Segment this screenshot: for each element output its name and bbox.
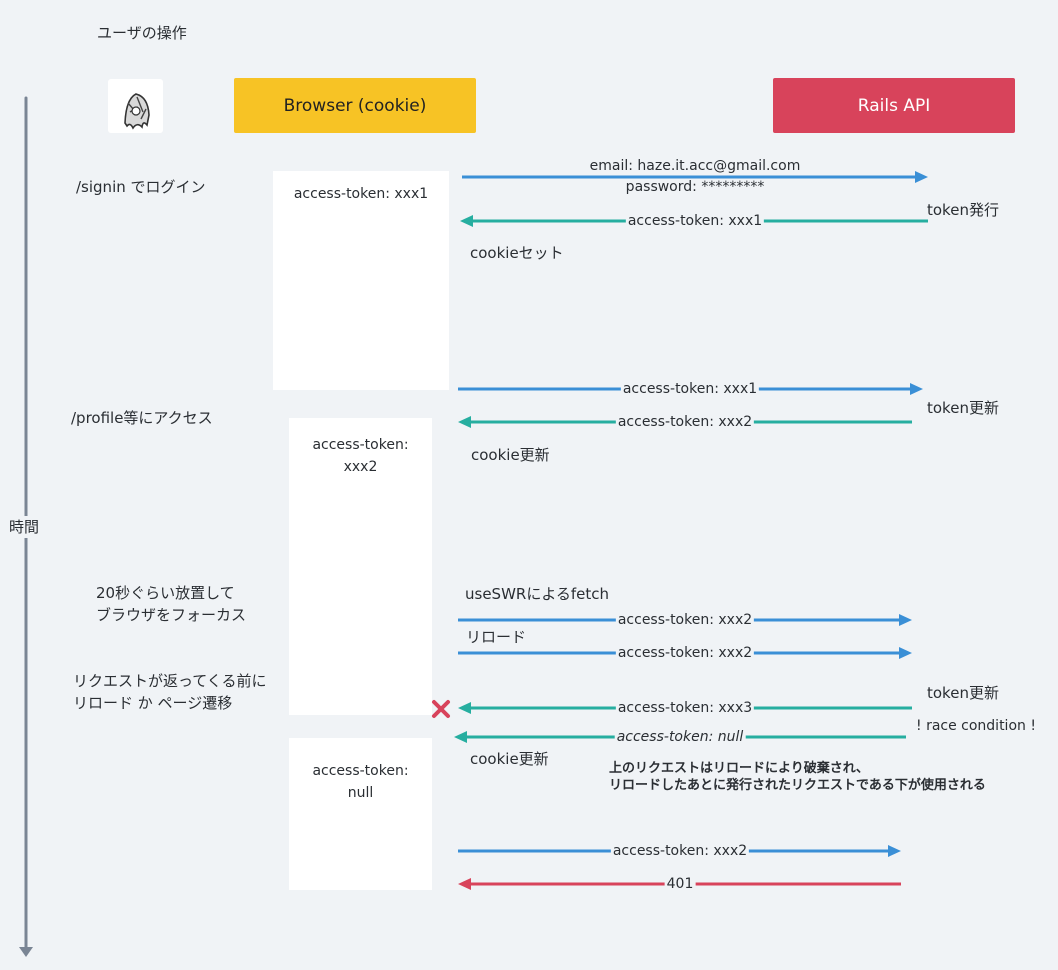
cross-icon xyxy=(432,700,450,718)
msg-401-response: 401 xyxy=(664,876,696,892)
msg-token-xxx3-response: access-token: xxx3 xyxy=(615,700,755,716)
token-box-xxx2: access-token: xxx2 xyxy=(289,418,432,715)
api-header: Rails API xyxy=(773,78,1015,133)
msg-final-request: access-token: xxx2 xyxy=(610,843,750,859)
note-explain-line1: 上のリクエストはリロードにより破棄され、 xyxy=(609,761,869,776)
token-box-xxx2-line1: access-token: xyxy=(312,437,409,453)
action-idle-line1: 20秒ぐらい放置して xyxy=(96,584,235,602)
token-box-null-line2: null xyxy=(347,785,374,801)
msg-swr-request: access-token: xxx2 xyxy=(615,612,755,628)
user-operations-title: ユーザの操作 xyxy=(97,24,187,42)
token-box-null: access-token: null xyxy=(289,738,432,890)
action-idle-line2: ブラウザをフォーカス xyxy=(96,606,247,624)
action-profile: /profile等にアクセス xyxy=(71,409,213,427)
note-cookie-set: cookieセット xyxy=(470,244,564,262)
action-reload-line1: リクエストが返ってくる前に xyxy=(73,672,267,690)
note-explain-line2: リロードしたあとに発行されたリクエストである下が使用される xyxy=(609,778,986,793)
action-reload-line2: リロード か ページ遷移 xyxy=(73,694,233,712)
token-box-xxx1: access-token: xxx1 xyxy=(273,171,449,390)
note-race-condition: ! race condition ! xyxy=(916,718,1036,734)
msg-token-null-response: access-token: null xyxy=(614,729,746,745)
token-box-xxx2-line2: xxx2 xyxy=(343,459,378,475)
note-token-update-1: token更新 xyxy=(927,399,999,417)
note-cookie-update-1: cookie更新 xyxy=(471,446,550,464)
user-avatar-icon xyxy=(108,79,163,133)
arrow-signin-request xyxy=(462,171,928,183)
token-box-null-line1: access-token: xyxy=(312,763,409,779)
msg-token-xxx1-response: access-token: xxx1 xyxy=(625,213,765,229)
msg-signin-email: email: haze.it.acc@gmail.com xyxy=(587,158,803,174)
msg-reload-request: access-token: xxx2 xyxy=(615,645,755,661)
msg-profile-request: access-token: xxx1 xyxy=(620,381,760,397)
browser-header: Browser (cookie) xyxy=(234,78,476,133)
note-reload: リロード xyxy=(466,628,527,646)
note-cookie-update-2: cookie更新 xyxy=(470,750,549,768)
action-signin: /signin でログイン xyxy=(76,178,206,196)
token-box-xxx1-text: access-token: xxx1 xyxy=(293,186,429,202)
time-label: 時間 xyxy=(9,516,40,538)
msg-token-xxx2-response: access-token: xxx2 xyxy=(615,414,755,430)
note-use-swr: useSWRによるfetch xyxy=(465,585,610,603)
note-token-update-2: token更新 xyxy=(927,684,999,702)
msg-signin-password: password: ********* xyxy=(623,179,767,195)
note-token-issue: token発行 xyxy=(927,201,999,219)
